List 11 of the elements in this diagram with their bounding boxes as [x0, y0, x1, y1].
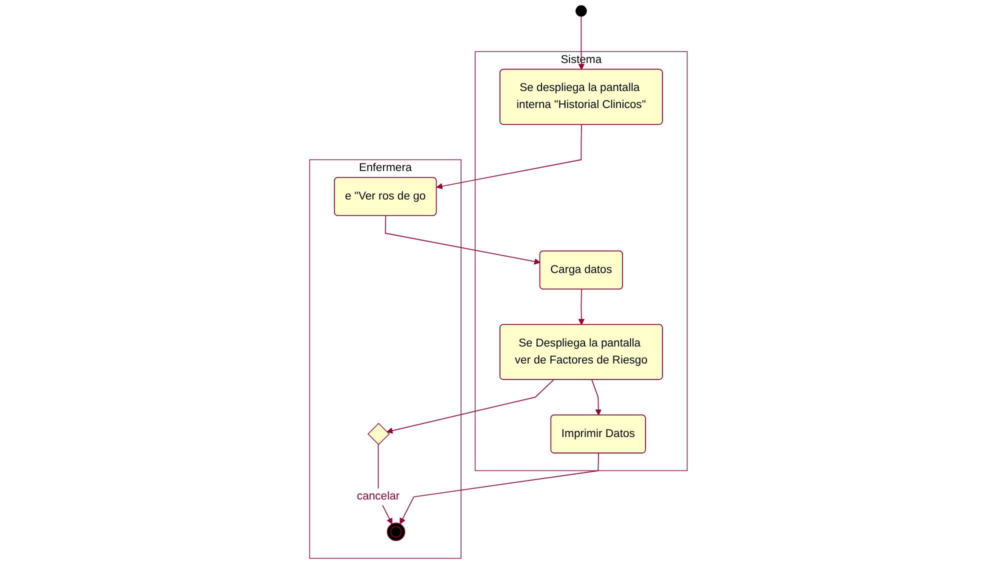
- arrow: [578, 16, 584, 70]
- arrow: [578, 289, 584, 326]
- node-circle: [386, 522, 405, 542]
- node-diamond: [367, 422, 390, 446]
- arrow: [436, 124, 582, 190]
- arrow: [399, 452, 598, 524]
- arrow: [591, 379, 602, 416]
- arrow: [386, 379, 554, 434]
- arrow: [384, 215, 540, 265]
- node-circle: [575, 5, 586, 17]
- edge-label: cancelar: [356, 490, 400, 502]
